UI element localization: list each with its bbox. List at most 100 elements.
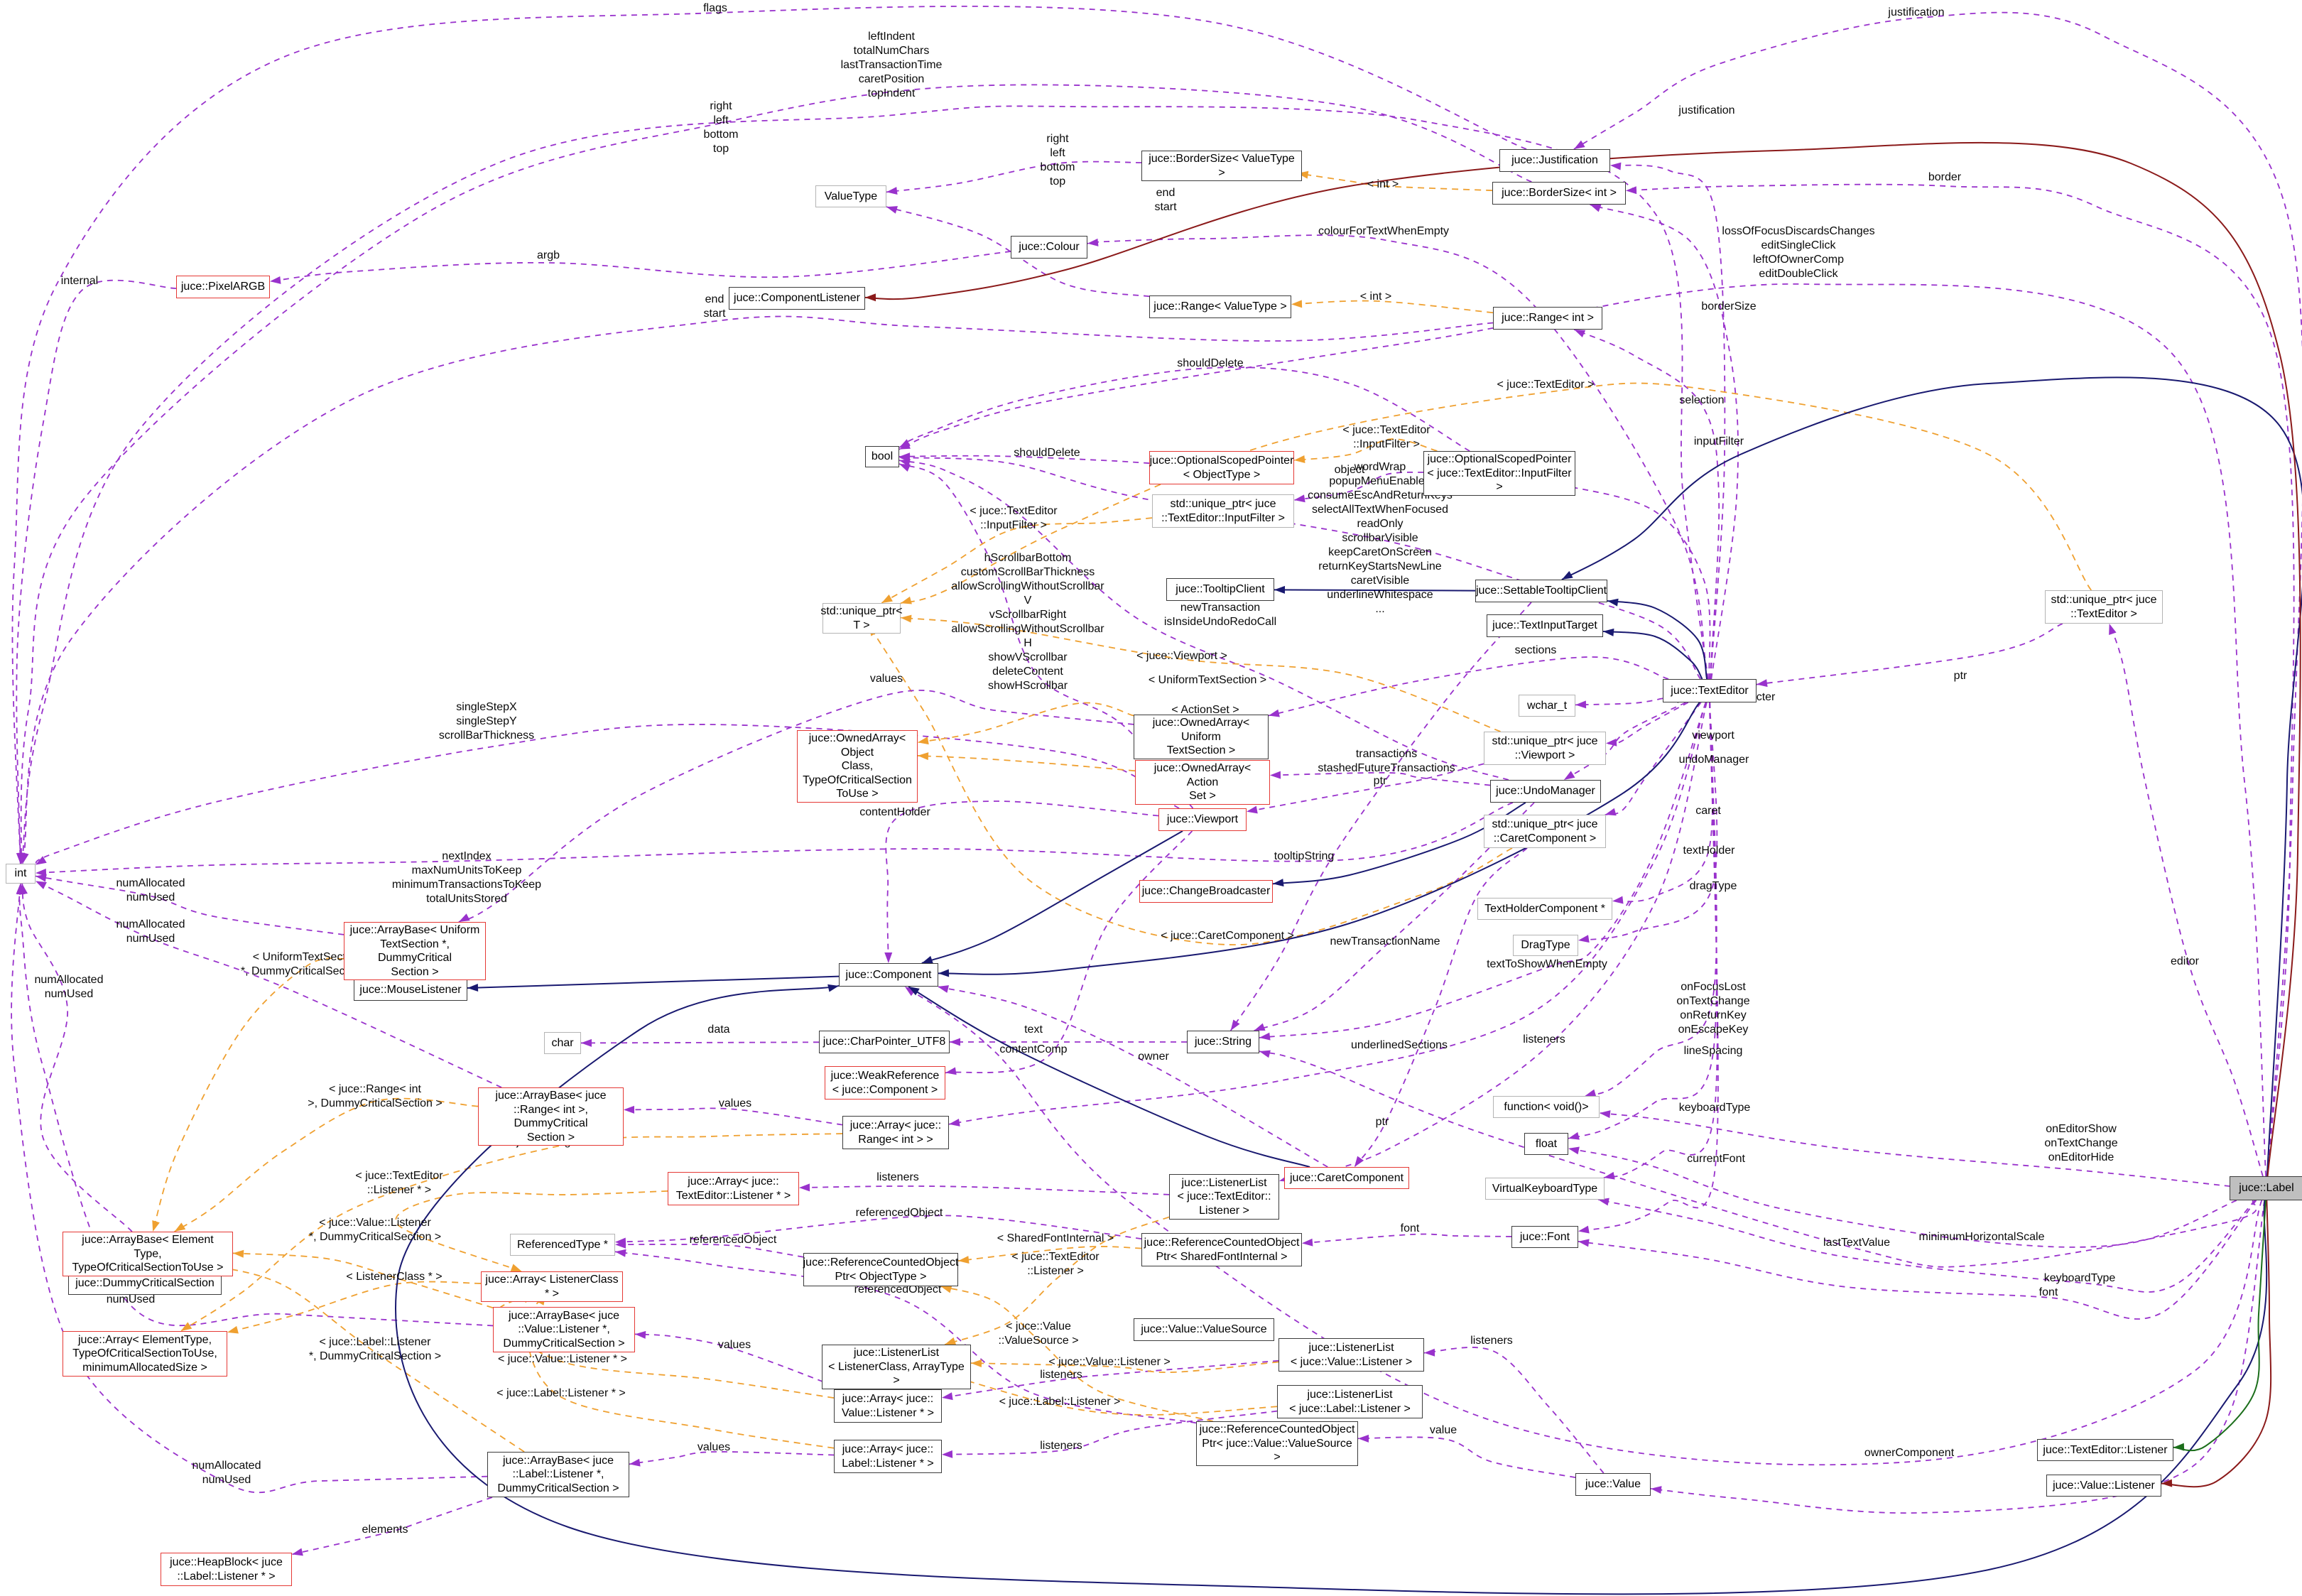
node-bsint[interactable]: juce::BorderSize< int > bbox=[1492, 182, 1626, 205]
node-um[interactable]: juce::UndoManager bbox=[1490, 780, 1601, 803]
edge-label-te-arr_range: underlinedSections bbox=[1350, 1039, 1448, 1051]
node-justification[interactable]: juce::Justification bbox=[1499, 149, 1610, 172]
node-oa_uts[interactable]: juce::OwnedArray< Uniform TextSection > bbox=[1134, 715, 1269, 759]
arrowhead bbox=[1626, 186, 1637, 195]
node-ab_ll[interactable]: juce::ArrayBase< juce ::Label::Listener … bbox=[487, 1452, 629, 1497]
node-arr_ll[interactable]: juce::Array< juce:: Label::Listener * > bbox=[834, 1440, 942, 1473]
node-string[interactable]: juce::String bbox=[1187, 1031, 1259, 1053]
edge-viewport-int bbox=[35, 724, 1180, 866]
node-viewport[interactable]: juce::Viewport bbox=[1158, 808, 1247, 831]
node-arr_lc[interactable]: juce::Array< ListenerClass * > bbox=[481, 1271, 623, 1303]
edge-label-settable bbox=[1561, 376, 2302, 1177]
edge-label-te-uptr_vp: viewport bbox=[1692, 729, 1734, 742]
edge-ll_value-ll_gen bbox=[970, 1361, 1279, 1373]
node-ab_uts[interactable]: juce::ArrayBase< Uniform TextSection *, … bbox=[344, 922, 486, 981]
edge-label-bsint-int: right left bottom top bbox=[703, 100, 739, 155]
arrowhead bbox=[921, 955, 933, 964]
node-bool[interactable]: bool bbox=[865, 446, 899, 467]
node-uptr_vp[interactable]: std::unique_ptr< juce ::Viewport > bbox=[1484, 732, 1606, 765]
edge-refptr_sfi-reftype bbox=[614, 1215, 1142, 1243]
node-ab_range[interactable]: juce::ArrayBase< juce ::Range< int >, Du… bbox=[478, 1087, 624, 1146]
node-ab_vl[interactable]: juce::ArrayBase< juce ::Value::Listener … bbox=[493, 1307, 635, 1352]
node-char[interactable]: char bbox=[544, 1032, 581, 1054]
node-changebroadcaster[interactable]: juce::ChangeBroadcaster bbox=[1139, 880, 1273, 903]
node-font[interactable]: juce::Font bbox=[1511, 1226, 1578, 1248]
edge-label-osp_if-osp_obj: < juce::TextEditor ::InputFilter > bbox=[1342, 424, 1430, 450]
node-ll_label[interactable]: juce::ListenerList < juce::Label::Listen… bbox=[1277, 1385, 1423, 1418]
node-int[interactable]: int bbox=[6, 864, 36, 884]
node-label[interactable]: juce::Label bbox=[2230, 1176, 2302, 1200]
node-oa_as[interactable]: juce::OwnedArray< Action Set > bbox=[1135, 760, 1270, 805]
edge-te-settable bbox=[1607, 599, 1708, 680]
node-valuesource[interactable]: juce::Value::ValueSource bbox=[1134, 1318, 1274, 1341]
edge-label-te-um: undoManager bbox=[1678, 754, 1749, 766]
edge-label-te-justification: justification bbox=[1678, 104, 1735, 116]
node-weakref[interactable]: juce::WeakReference < juce::Component > bbox=[825, 1066, 945, 1100]
node-arr_gen[interactable]: juce::Array< ElementType, TypeOfCritical… bbox=[63, 1331, 227, 1377]
node-te_listener[interactable]: juce::TextEditor::Listener bbox=[2037, 1439, 2173, 1461]
node-arr_tel[interactable]: juce::Array< juce:: TextEditor::Listener… bbox=[668, 1172, 799, 1205]
node-valuetype[interactable]: ValueType bbox=[815, 185, 886, 207]
node-refptr_vs[interactable]: juce::ReferenceCountedObject Ptr< juce::… bbox=[1196, 1421, 1358, 1466]
node-mouselistener[interactable]: juce::MouseListener bbox=[354, 979, 467, 1001]
edge-label-arr_lc-arr_gen: < ListenerClass * > bbox=[346, 1271, 443, 1283]
edge-label-value-refptr_vs: value bbox=[1429, 1424, 1457, 1436]
node-arr_vl[interactable]: juce::Array< juce:: Value::Listener * > bbox=[834, 1389, 942, 1423]
edge-label-te-oa_uts: sections bbox=[1514, 644, 1557, 656]
node-osp_obj[interactable]: juce::OptionalScopedPointer < ObjectType… bbox=[1149, 451, 1294, 484]
edge-label-complistener bbox=[864, 141, 2301, 1177]
node-tooltipclient[interactable]: juce::TooltipClient bbox=[1166, 578, 1274, 601]
node-vkt[interactable]: VirtualKeyboardType bbox=[1485, 1178, 1605, 1200]
node-charptr[interactable]: juce::CharPointer_UTF8 bbox=[819, 1031, 950, 1053]
arrowhead bbox=[174, 1222, 186, 1232]
node-value[interactable]: juce::Value bbox=[1575, 1473, 1651, 1496]
node-refptr_obj[interactable]: juce::ReferenceCountedObject Ptr< Object… bbox=[803, 1253, 958, 1286]
arrowhead bbox=[624, 1105, 635, 1114]
node-uptr_if[interactable]: std::unique_ptr< juce ::TextEditor::Inpu… bbox=[1152, 494, 1294, 528]
node-osp_if[interactable]: juce::OptionalScopedPointer < juce::Text… bbox=[1423, 451, 1575, 496]
node-rangevt[interactable]: juce::Range< ValueType > bbox=[1149, 295, 1291, 318]
node-ll_gen[interactable]: juce::ListenerList < ListenerClass, Arra… bbox=[822, 1345, 971, 1389]
node-reftype[interactable]: ReferencedType * bbox=[510, 1234, 615, 1256]
node-uptr_te[interactable]: std::unique_ptr< juce ::TextEditor > bbox=[2045, 590, 2163, 624]
node-caretcomp[interactable]: juce::CaretComponent bbox=[1284, 1167, 1409, 1189]
node-oa_gen[interactable]: juce::OwnedArray< Object Class, TypeOfCr… bbox=[797, 730, 918, 803]
node-refptr_sfi[interactable]: juce::ReferenceCountedObject Ptr< Shared… bbox=[1141, 1233, 1302, 1266]
node-tit[interactable]: juce::TextInputTarget bbox=[1487, 614, 1603, 637]
arrowhead bbox=[180, 1322, 192, 1331]
node-ll_te[interactable]: juce::ListenerList < juce::TextEditor:: … bbox=[1169, 1174, 1279, 1220]
node-te[interactable]: juce::TextEditor bbox=[1663, 679, 1757, 702]
edge-label-label-bsint: border bbox=[1928, 171, 1962, 183]
edge-um-string bbox=[1254, 802, 1535, 1031]
node-float[interactable]: float bbox=[1524, 1133, 1568, 1155]
node-dragtype[interactable]: DragType bbox=[1513, 935, 1578, 956]
edge-uptr_vp-uptr_t bbox=[900, 617, 1501, 732]
node-ab_gen[interactable]: juce::ArrayBase< Element Type, TypeOfCri… bbox=[63, 1232, 233, 1276]
arrowhead bbox=[1578, 1225, 1590, 1234]
edge-caretcomp-component bbox=[908, 986, 1310, 1168]
edge-label-arr_vl-ab_vl: values bbox=[717, 1339, 751, 1351]
node-rangeint[interactable]: juce::Range< int > bbox=[1493, 307, 1602, 330]
node-func[interactable]: function< void()> bbox=[1493, 1096, 1600, 1118]
edge-label-bsint-bsvt: < int > bbox=[1367, 178, 1399, 190]
node-textholder[interactable]: TextHolderComponent * bbox=[1477, 898, 1612, 920]
node-bsvt[interactable]: juce::BorderSize< ValueType > bbox=[1141, 151, 1302, 182]
node-arr_range[interactable]: juce::Array< juce:: Range< int > > bbox=[842, 1116, 949, 1149]
node-component[interactable]: juce::Component bbox=[839, 963, 938, 987]
arrowhead bbox=[1607, 598, 1619, 607]
edge-label-rangevt-valuetype: end start bbox=[1154, 187, 1177, 213]
node-uptr_cc[interactable]: std::unique_ptr< juce ::CaretComponent > bbox=[1484, 815, 1606, 848]
node-complistener[interactable]: juce::ComponentListener bbox=[729, 287, 865, 310]
edge-te-oa_uts bbox=[1268, 656, 1669, 717]
edge-label-arr_ll-ab_ll: values bbox=[697, 1441, 731, 1453]
node-uptr_t[interactable]: std::unique_ptr< T > bbox=[820, 603, 903, 634]
node-pixelargb[interactable]: juce::PixelARGB bbox=[176, 276, 270, 298]
node-wchar[interactable]: wchar_t bbox=[1519, 695, 1575, 717]
arrowhead bbox=[1600, 1110, 1611, 1119]
node-heapblock[interactable]: juce::HeapBlock< juce ::Label::Listener … bbox=[161, 1553, 292, 1586]
node-settable[interactable]: juce::SettableTooltipClient bbox=[1475, 580, 1607, 602]
node-value_listener[interactable]: juce::Value::Listener bbox=[2046, 1475, 2161, 1497]
node-ll_value[interactable]: juce::ListenerList < juce::Value::Listen… bbox=[1278, 1338, 1424, 1372]
node-colour[interactable]: juce::Colour bbox=[1011, 236, 1087, 259]
